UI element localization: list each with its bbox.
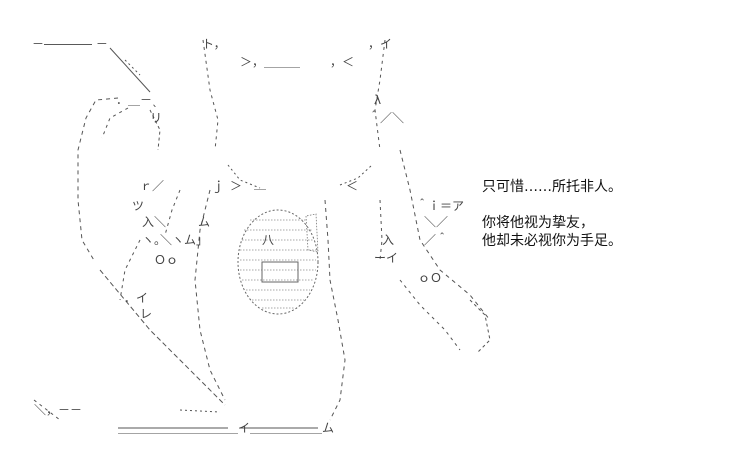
art-glyph: ｒ／ [140, 179, 164, 193]
art-glyph: ．＿－ˎ [116, 93, 158, 107]
art-glyph: ／＾ [424, 231, 448, 247]
art-glyph: ．イ [124, 291, 148, 305]
art-glyph: ｏＯ [418, 271, 442, 285]
art-glyph: ＿ [254, 177, 266, 191]
art-glyph: －―――― － [32, 37, 108, 51]
art-glyph: ＜ [346, 179, 358, 193]
art-glyph: ト， [202, 37, 226, 51]
dialogue-line-2: 你将他视为挚友， [482, 215, 594, 231]
art-glyph: 入 [382, 233, 394, 247]
art-glyph: レ [140, 307, 152, 321]
art-glyph: ＞ [230, 179, 242, 193]
art-glyph: 入＼ [142, 215, 166, 229]
art-glyph: 八 [262, 233, 274, 247]
art-glyph: リ [150, 111, 162, 125]
art-glyph: ＿＿＿＿＿＿＿＿＿＿イ＿＿＿＿＿＿ム [118, 421, 334, 435]
art-glyph: ＾／＼ [368, 109, 404, 125]
art-glyph: Ｏｏ [154, 253, 178, 267]
belly-pattern [237, 209, 319, 315]
art-glyph: ＼ヽム」 [160, 233, 208, 247]
art-glyph: ーイ [374, 251, 398, 265]
art-glyph: λ [374, 93, 381, 107]
art-glyph: ツ [132, 199, 144, 213]
art-glyph: ，イ [368, 37, 392, 51]
art-glyph: ＼，－－ [34, 403, 82, 417]
art-glyph: ＼／ [424, 215, 448, 229]
art-glyph: ，＜ [330, 55, 354, 69]
art-glyph: ＞，＿＿＿ [240, 55, 300, 69]
art-glyph: ム [198, 215, 210, 229]
dialogue-line-1: 只可惜……所托非人。 [482, 179, 622, 195]
ascii-art-glyphs: －―――― － ト， ＞，＿＿＿ ，＜ ，イ ．＿－ˎ リ λ ＾／＼ ｒ／ ｊ… [32, 37, 464, 435]
art-glyph: ｊ [212, 179, 224, 193]
art-glyph: ＾ｉ＝ア [416, 197, 464, 213]
ascii-art-strokes [33, 39, 491, 429]
dialogue-line-3: 他却未必视你为手足。 [482, 233, 622, 249]
art-glyph: ヽ。 [142, 233, 166, 247]
